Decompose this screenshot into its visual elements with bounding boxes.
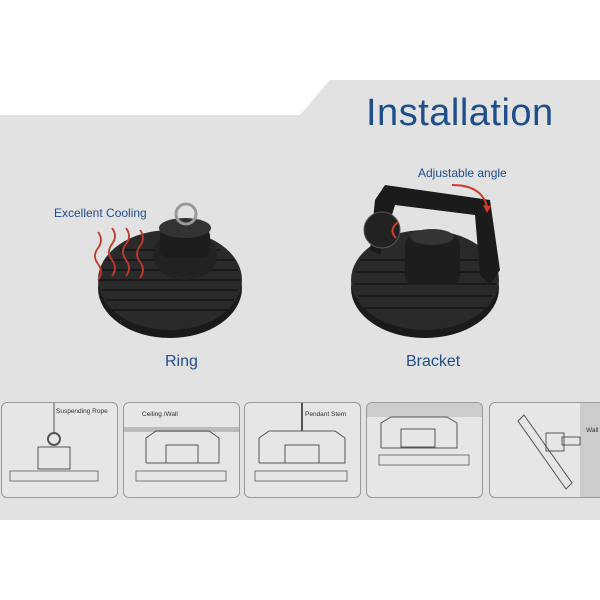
ceiling-wall-label: Ceiling /Wall [142,411,178,418]
suspending-rope-label: Suspending Rope [56,408,108,415]
diagram-ceiling-mount [366,402,483,498]
ring-caption: Ring [165,353,198,370]
adjustable-angle-label: Adjustable angle [418,166,507,180]
diagram-ceiling-wall: Ceiling /Wall [123,402,240,498]
diagram-pendant-stem: Pendant Stem [244,402,361,498]
bracket-lamp-image [351,184,500,338]
diagram-wall-mount: Wall [489,402,600,498]
excellent-cooling-label: Excellent Cooling [54,206,147,220]
wall-label: Wall [586,427,599,434]
page-title: Installation [366,92,554,134]
product-illustrations [94,184,500,338]
pendant-stem-label: Pendant Stem [305,411,347,418]
ring-lamp-image [94,202,242,338]
bracket-caption: Bracket [406,353,461,370]
diagram-suspending-rope: Suspending Rope [1,402,118,498]
